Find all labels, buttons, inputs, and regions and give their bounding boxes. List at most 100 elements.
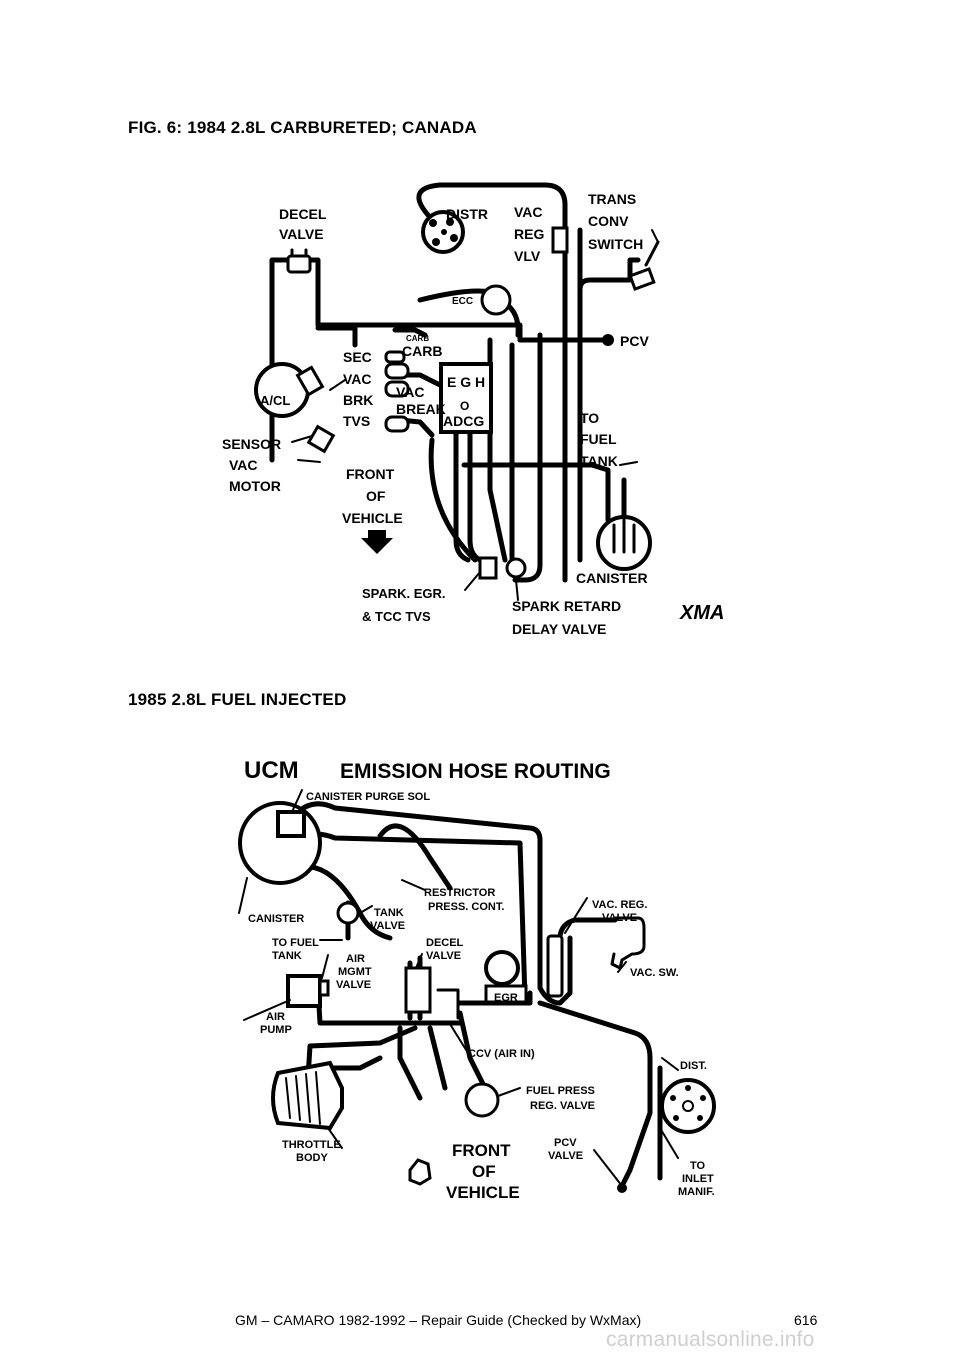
fig1-label-motor: MOTOR bbox=[229, 478, 281, 494]
fig1-label-vac-2: VAC bbox=[343, 371, 372, 387]
footer-text: GM – CAMARO 1982-1992 – Repair Guide (Ch… bbox=[235, 1312, 642, 1328]
fig1-label-brk: BRK bbox=[343, 392, 373, 408]
fig1-label-ecc: ECC bbox=[452, 296, 473, 307]
fig2-label-dist: DIST. bbox=[680, 1060, 707, 1072]
figure-1-title: FIG. 6: 1984 2.8L CARBURETED; CANADA bbox=[128, 118, 477, 137]
fig1-label-reg: REG bbox=[514, 226, 544, 242]
fig1-spark-valves bbox=[478, 556, 527, 580]
fig2-egr-shape bbox=[484, 950, 528, 1004]
fig2-hoses bbox=[282, 801, 663, 1189]
fig1-label-to: TO bbox=[580, 410, 599, 426]
fig1-label-decel: DECEL bbox=[279, 206, 327, 222]
fig1-label-vac: VAC bbox=[514, 204, 543, 220]
fig1-label-fuel: FUEL bbox=[580, 431, 617, 447]
fig2-air-pump-shape bbox=[286, 974, 330, 1008]
fig1-label-front: FRONT bbox=[346, 466, 395, 482]
fig2-label-manif: MANIF. bbox=[678, 1186, 715, 1198]
fig1-distributor-shape bbox=[421, 210, 465, 254]
fig1-vac-reg-valve-shape bbox=[551, 226, 569, 254]
fig2-label-emission-hose-routing: EMISSION HOSE ROUTING bbox=[340, 760, 611, 783]
fig2-pcv-valve-shape bbox=[617, 1183, 627, 1193]
fig1-label-vlv: VLV bbox=[514, 248, 541, 264]
fig1-label-distr: DISTR bbox=[446, 206, 488, 222]
fig2-label-air-valve: VALVE bbox=[336, 979, 371, 991]
fig2-label-mgmt: MGMT bbox=[338, 966, 372, 978]
fig2-tank-valve-shape bbox=[336, 901, 360, 925]
fig1-label-carb: CARB bbox=[402, 343, 442, 359]
fig1-label-sensor: SENSOR bbox=[222, 436, 281, 452]
fig2-label-throttle: THROTTLE bbox=[282, 1139, 341, 1151]
fig2-label-ucm: UCM bbox=[244, 757, 299, 784]
fig2-front-arrow-icon bbox=[408, 1158, 432, 1186]
fig1-tvs-valves bbox=[384, 350, 410, 433]
fig1-pcv-connector bbox=[602, 334, 614, 346]
fig1-air-cleaner bbox=[254, 362, 310, 418]
fig2-label-to-fuel-tank: TANK bbox=[272, 950, 302, 962]
fig1-label-of: OF bbox=[366, 488, 386, 504]
fig2-label-air: AIR bbox=[346, 953, 365, 965]
fig2-distributor-shape bbox=[660, 1078, 716, 1134]
fig1-label-switch: SWITCH bbox=[588, 236, 643, 252]
fig2-label-tank: TANK bbox=[374, 907, 404, 919]
page-number: 616 bbox=[794, 1312, 818, 1328]
fig2-label-to-fuel: TO FUEL bbox=[272, 937, 319, 949]
fig2-label-of: OF bbox=[472, 1162, 496, 1181]
fig2-label-air-pump: AIR bbox=[266, 1011, 285, 1023]
fig1-label-vac-break-2: BREAK bbox=[396, 401, 446, 417]
fig2-fuel-press-reg-shape bbox=[464, 1082, 500, 1118]
fig1-label-tcc-tvs: & TCC TVS bbox=[362, 609, 431, 624]
fig2-label-vac-sw: VAC. SW. bbox=[630, 967, 679, 979]
fig1-label-tank: TANK bbox=[580, 453, 618, 469]
fig2-purge-sol-shape bbox=[276, 810, 306, 838]
fig1-label-conv: CONV bbox=[588, 213, 629, 229]
figure-2-emission-hose-diagram: UCM EMISSION HOSE ROUTING bbox=[238, 757, 716, 1202]
fig1-sensor-circle bbox=[480, 284, 512, 316]
fig1-label-delay-valve: DELAY VALVE bbox=[512, 621, 606, 637]
fig1-label-carb-small: CARB bbox=[406, 334, 429, 343]
fig1-label-o: O bbox=[460, 399, 469, 413]
fig2-label-inlet: INLET bbox=[682, 1173, 714, 1185]
fig1-label-trans: TRANS bbox=[588, 191, 636, 207]
fig2-vac-reg-valve-shape bbox=[546, 934, 564, 998]
fig2-labels: CANISTER PURGE SOL RESTRICTOR PRESS. CON… bbox=[248, 791, 715, 1202]
fig2-label-pump: PUMP bbox=[260, 1024, 292, 1036]
fig1-canister-shape bbox=[596, 515, 652, 571]
fig1-label-spark-egr: SPARK. EGR. bbox=[362, 586, 446, 601]
fig2-label-decel: DECEL bbox=[426, 937, 464, 949]
fig1-label-tvs: TVS bbox=[343, 413, 370, 429]
fig1-label-adcg: ADCG bbox=[443, 413, 484, 429]
watermark: carmanualsonline.info bbox=[606, 1328, 815, 1351]
fig1-label-acl: A/CL bbox=[260, 393, 290, 408]
fig1-label-sec: SEC bbox=[343, 349, 372, 365]
fig2-label-egr: EGR bbox=[494, 992, 518, 1004]
fig1-label-vac-3: VAC bbox=[229, 457, 258, 473]
fig1-label-pcv: PCV bbox=[620, 333, 649, 349]
fig1-carb-block bbox=[439, 362, 493, 434]
fig2-decel-valve-shape bbox=[404, 966, 460, 1020]
fig2-leaders bbox=[238, 789, 679, 1187]
fig1-label-canister: CANISTER bbox=[576, 570, 648, 586]
fig1-label-egh: E G H bbox=[447, 374, 485, 390]
fig2-label-front: FRONT bbox=[452, 1141, 511, 1160]
fig2-label-pcv: PCV bbox=[554, 1137, 577, 1149]
fig2-label-vehicle: VEHICLE bbox=[446, 1183, 520, 1202]
fig1-label-vehicle: VEHICLE bbox=[342, 510, 403, 526]
fig1-hoses bbox=[269, 182, 641, 583]
fig2-label-tank-valve: VALVE bbox=[370, 920, 405, 932]
fig2-label-press-cont: PRESS. CONT. bbox=[428, 901, 504, 913]
fig2-label-vac-reg-valve: VALVE bbox=[602, 912, 637, 924]
fig2-label-to: TO bbox=[690, 1160, 706, 1172]
fig1-label-spark-retard: SPARK RETARD bbox=[512, 598, 621, 614]
fig1-labels: DECEL VALVE DISTR VAC REG VLV TRANS CONV… bbox=[222, 191, 724, 637]
fig2-label-fuel-press: FUEL PRESS bbox=[526, 1085, 595, 1097]
fig2-label-reg-valve: REG. VALVE bbox=[530, 1100, 595, 1112]
fig1-trans-switch-shape bbox=[628, 240, 660, 291]
fig1-label-code: XMA bbox=[679, 602, 724, 624]
fig1-decel-valve-shape bbox=[286, 248, 312, 274]
fig2-label-restrictor: RESTRICTOR bbox=[424, 887, 495, 899]
figure-1-vacuum-diagram: DECEL VALVE DISTR VAC REG VLV TRANS CONV… bbox=[222, 182, 724, 637]
fig1-components bbox=[254, 210, 660, 580]
fig2-label-canister-purge-sol: CANISTER PURGE SOL bbox=[306, 791, 430, 803]
fig2-label-canister: CANISTER bbox=[248, 913, 304, 925]
figure-2-title: 1985 2.8L FUEL INJECTED bbox=[128, 690, 347, 709]
